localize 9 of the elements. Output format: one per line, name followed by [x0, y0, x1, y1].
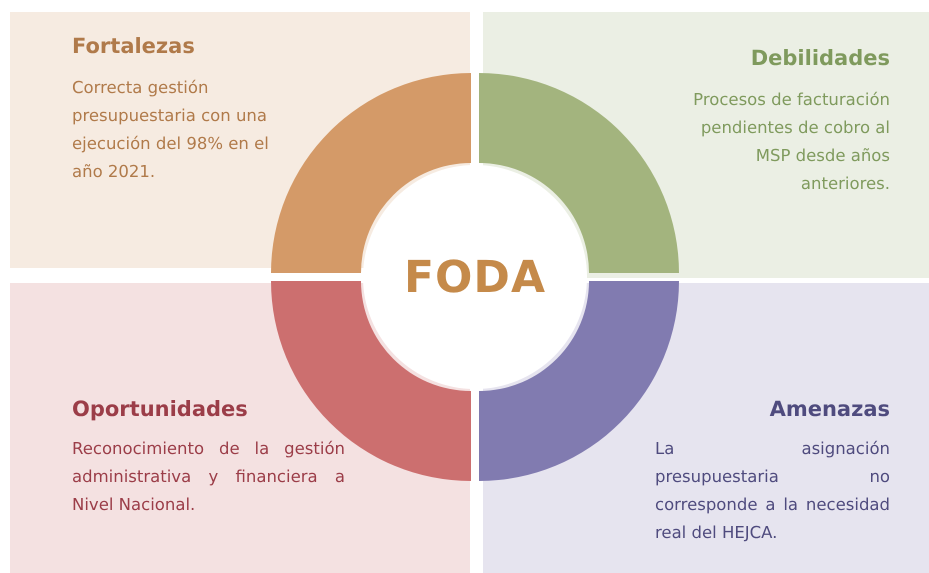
heading: Oportunidades: [72, 397, 248, 421]
heading: Fortalezas: [72, 34, 195, 58]
heading: Amenazas: [770, 397, 890, 421]
body-text: Procesos de facturación pendientes de cobro al MSP desde años anteriores.: [692, 89, 890, 195]
body-text: Reconocimiento de la gestión administrativa y financiera a Nivel Nacional.: [72, 438, 345, 516]
body-text: Correcta gestión presupuestaria con una ejecución del 98% en el año 2021.: [72, 77, 270, 183]
center-title: FODA: [404, 252, 546, 302]
body-text: La asignación presupuestaria no corresponde a la necesidad real del HEJCA.: [655, 438, 890, 544]
heading: Debilidades: [750, 46, 890, 70]
